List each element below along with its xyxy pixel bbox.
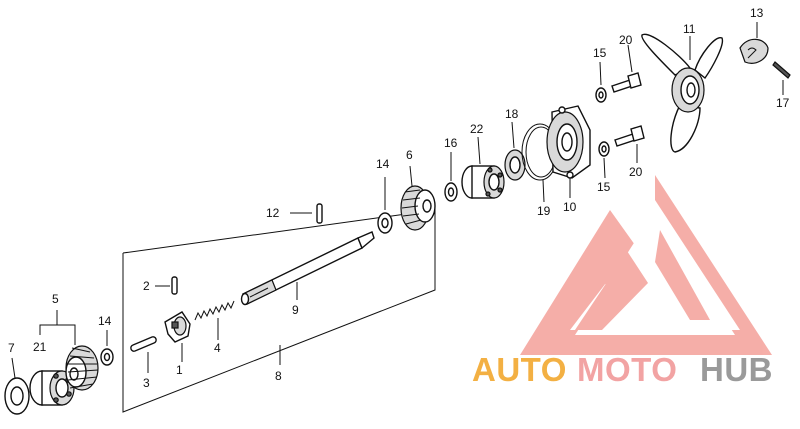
part-11-propeller <box>641 33 724 153</box>
part-14-lower-washer <box>100 348 114 366</box>
leader-15-upper <box>599 61 602 86</box>
part-10-bearing-housing <box>546 105 591 179</box>
leader-19 <box>542 179 545 203</box>
part-1-clutch <box>164 311 191 343</box>
label-part-22: 22 <box>470 122 484 136</box>
label-part-11: 11 <box>683 22 696 36</box>
bracket-outline-8 <box>122 209 436 413</box>
label-part-15-upper: 15 <box>593 46 607 60</box>
label-part-15-lower: 15 <box>597 180 611 194</box>
label-part-2: 2 <box>143 279 150 293</box>
label-part-21: 21 <box>33 340 47 354</box>
label-part-4: 4 <box>214 341 221 355</box>
part-13-cap <box>739 38 769 64</box>
part-9-propeller-shaft <box>240 231 375 306</box>
part-17-cotter-pin <box>772 61 791 79</box>
label-part-1: 1 <box>176 363 183 377</box>
label-part-10: 10 <box>563 200 577 214</box>
leader-20-upper <box>627 44 633 73</box>
part-12-pin <box>316 203 323 224</box>
part-5-gear <box>65 345 99 391</box>
part-20-lower-bolt <box>614 125 645 147</box>
part-20-upper-bolt <box>611 72 642 93</box>
watermark-moto: MOTO <box>577 351 677 388</box>
watermark-hub: HUB <box>700 351 773 388</box>
label-part-12: 12 <box>266 206 280 220</box>
part-21-bearing <box>29 370 75 406</box>
watermark-logo <box>520 175 772 355</box>
label-part-18: 18 <box>505 107 519 121</box>
label-part-9: 9 <box>292 303 299 317</box>
label-part-17: 17 <box>776 96 790 110</box>
label-part-14-lower: 14 <box>98 314 112 328</box>
label-part-16: 16 <box>444 136 458 150</box>
label-part-3: 3 <box>143 376 150 390</box>
part-2-pin <box>171 276 178 295</box>
label-part-20-upper: 20 <box>619 33 633 47</box>
label-part-19: 19 <box>537 204 551 218</box>
watermark-auto: AUTO <box>472 351 567 388</box>
label-part-20-lower: 20 <box>629 165 643 179</box>
label-part-8: 8 <box>275 369 282 383</box>
part-14-upper-washer <box>377 212 393 234</box>
leader-6 <box>409 165 413 187</box>
label-part-7: 7 <box>8 341 15 355</box>
label-part-14-upper: 14 <box>376 157 390 171</box>
label-part-6: 6 <box>406 148 413 162</box>
part-22-bearing <box>461 165 505 199</box>
watermark-text: AUTO MOTO HUB <box>472 351 773 388</box>
part-15-lower-washer <box>598 141 610 157</box>
part-15-upper-washer <box>595 87 607 103</box>
part-4-spring <box>194 300 235 321</box>
part-6-gear <box>400 185 436 231</box>
label-part-13: 13 <box>750 6 764 20</box>
part-7-washer <box>4 377 30 415</box>
leader-22 <box>477 136 481 165</box>
label-part-5: 5 <box>52 292 59 306</box>
part-18-oil-seal <box>504 149 526 181</box>
leader-7 <box>11 357 16 379</box>
part-3-pin <box>130 336 157 352</box>
part-16-washer <box>444 182 458 202</box>
leader-18 <box>511 121 515 149</box>
leader-15-lower <box>603 157 606 179</box>
